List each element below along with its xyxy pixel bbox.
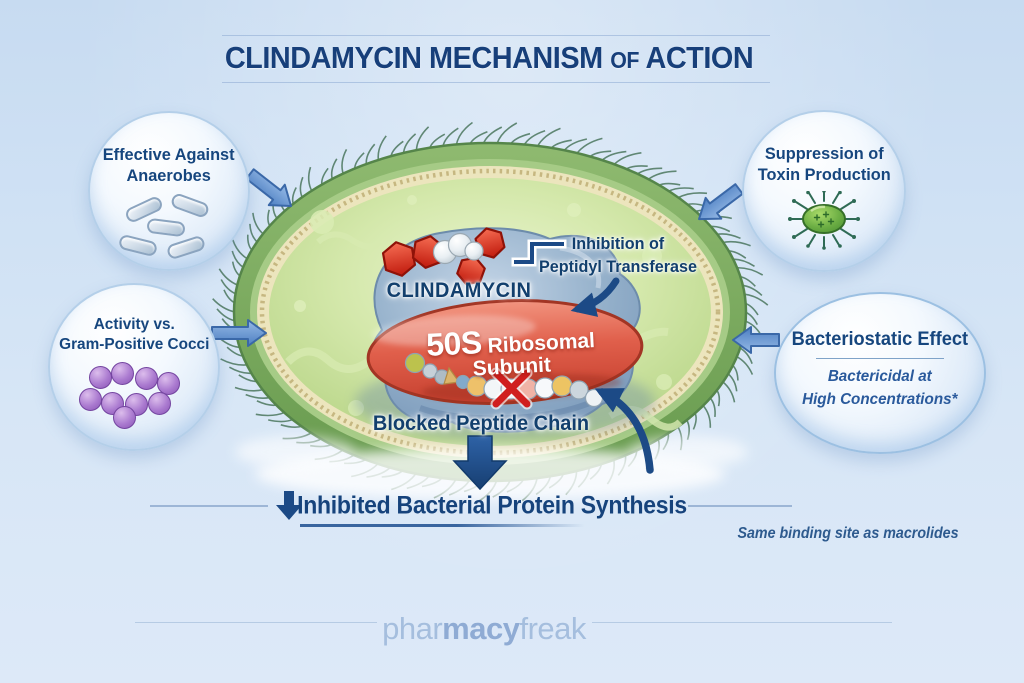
anaerobes-arrow-icon <box>245 168 292 208</box>
inhibition-line2: Peptidyl Transferase <box>539 257 697 276</box>
cocci-icon <box>75 362 193 430</box>
result-down-arrow-icon <box>452 435 508 491</box>
bubble-anaerobes-line2: Anaerobes <box>126 165 212 185</box>
bubble-cocci-line2: Gram-Positive Cocci <box>58 335 210 353</box>
bubble-toxin-line1: Suppression of <box>764 144 884 163</box>
feedback-curved-arrow-icon <box>594 388 654 474</box>
bubble-cocci-title: Activity vs. Gram-Positive Cocci <box>59 315 209 354</box>
coccus-shape <box>79 388 102 412</box>
cytoplasm-organelles <box>285 195 683 431</box>
blocked-peptide-chain-label: Blocked Peptide Chain <box>372 412 590 435</box>
page-title: CLINDAMYCIN MECHANISM OF ACTION <box>224 40 754 76</box>
toxin-arrow-icon <box>698 183 744 221</box>
coccus-shape <box>111 362 134 386</box>
bubble-toxin-line2: Toxin Production <box>757 164 891 184</box>
blob-shade <box>418 395 602 422</box>
coccus-shape <box>148 392 171 416</box>
bubble-bacteriostatic-title: Bacteriostatic Effect <box>791 329 969 350</box>
title-part1: CLINDAMYCIN MECHANISM <box>224 40 603 75</box>
coccus-shape <box>89 366 112 390</box>
bubble-anaerobes-line1: Effective Against <box>103 145 235 164</box>
capsule-shape <box>117 234 159 258</box>
result-text: Inhibited Bacterial Protein Synthesis <box>297 491 687 520</box>
coccus-shape <box>135 367 158 391</box>
watermark-post: freak <box>519 611 586 646</box>
down-arrow-icon <box>276 491 302 520</box>
macrolide-note: Same binding site as macrolides <box>737 525 959 542</box>
bubble-anaerobes-title: Effective Against Anaerobes <box>103 145 235 186</box>
bubble-bacteriostatic-sub: Bactericidal at High Concentrations* <box>802 365 957 411</box>
capsule-shape <box>169 192 211 220</box>
title-part2: ACTION <box>645 40 754 75</box>
fog <box>235 436 355 468</box>
inhibition-label: Inhibition of Peptidyl Transferase <box>539 233 697 279</box>
bubble-cocci-line1: Activity vs. <box>93 316 175 333</box>
bubble-anaerobes: Effective Against Anaerobes <box>88 111 250 271</box>
result-left-line <box>150 505 268 507</box>
bubble-cocci: Activity vs. Gram-Positive Cocci <box>48 283 220 451</box>
bracket-connector <box>511 239 567 267</box>
watermark-right-line <box>592 622 892 623</box>
capsule-shape <box>146 218 186 238</box>
bubble-toxin-title: Suppression of Toxin Production <box>758 144 891 185</box>
toxin-bacterium-icon <box>788 191 860 251</box>
watermark-mid: macy <box>442 611 520 646</box>
banner-top-line <box>222 35 770 36</box>
cocci-arrow-icon <box>211 319 267 347</box>
bubble-toxin: Suppression of Toxin Production <box>742 110 906 272</box>
cell-dotted-membrane <box>259 168 721 456</box>
inhibition-arrow-icon <box>570 277 620 317</box>
capsule-shape <box>165 234 207 261</box>
blob-highlight <box>559 245 602 289</box>
bacteriostatic-sub1: Bactericidal at <box>828 368 932 386</box>
fog <box>628 436 748 468</box>
result-right-line <box>688 505 792 507</box>
title-of: OF <box>610 47 639 73</box>
result-underline <box>300 524 585 527</box>
blocked-x-icon <box>490 367 533 410</box>
coccus-shape <box>113 406 136 430</box>
clindamycin-molecule-icon <box>381 227 506 286</box>
clindamycin-label: CLINDAMYCIN <box>386 279 532 302</box>
ribosome-label: 50S Ribosomal Subunit <box>425 320 596 382</box>
bubble-bacteriostatic: Bacteriostatic Effect Bactericidal at Hi… <box>774 292 986 454</box>
watermark: pharmacyfreak <box>382 611 586 647</box>
bubble-divider <box>816 358 944 360</box>
banner-bottom-line <box>222 82 770 83</box>
watermark-left-line <box>135 622 377 623</box>
inhibition-line1: Inhibition of <box>571 234 665 254</box>
coccus-shape <box>157 372 180 396</box>
bacteriostatic-arrow-icon <box>732 326 780 354</box>
anaerobe-bacteria-icon <box>109 192 229 262</box>
bacteriostatic-sub2: High Concentrations* <box>802 391 958 409</box>
watermark-pre: phar <box>382 611 443 646</box>
